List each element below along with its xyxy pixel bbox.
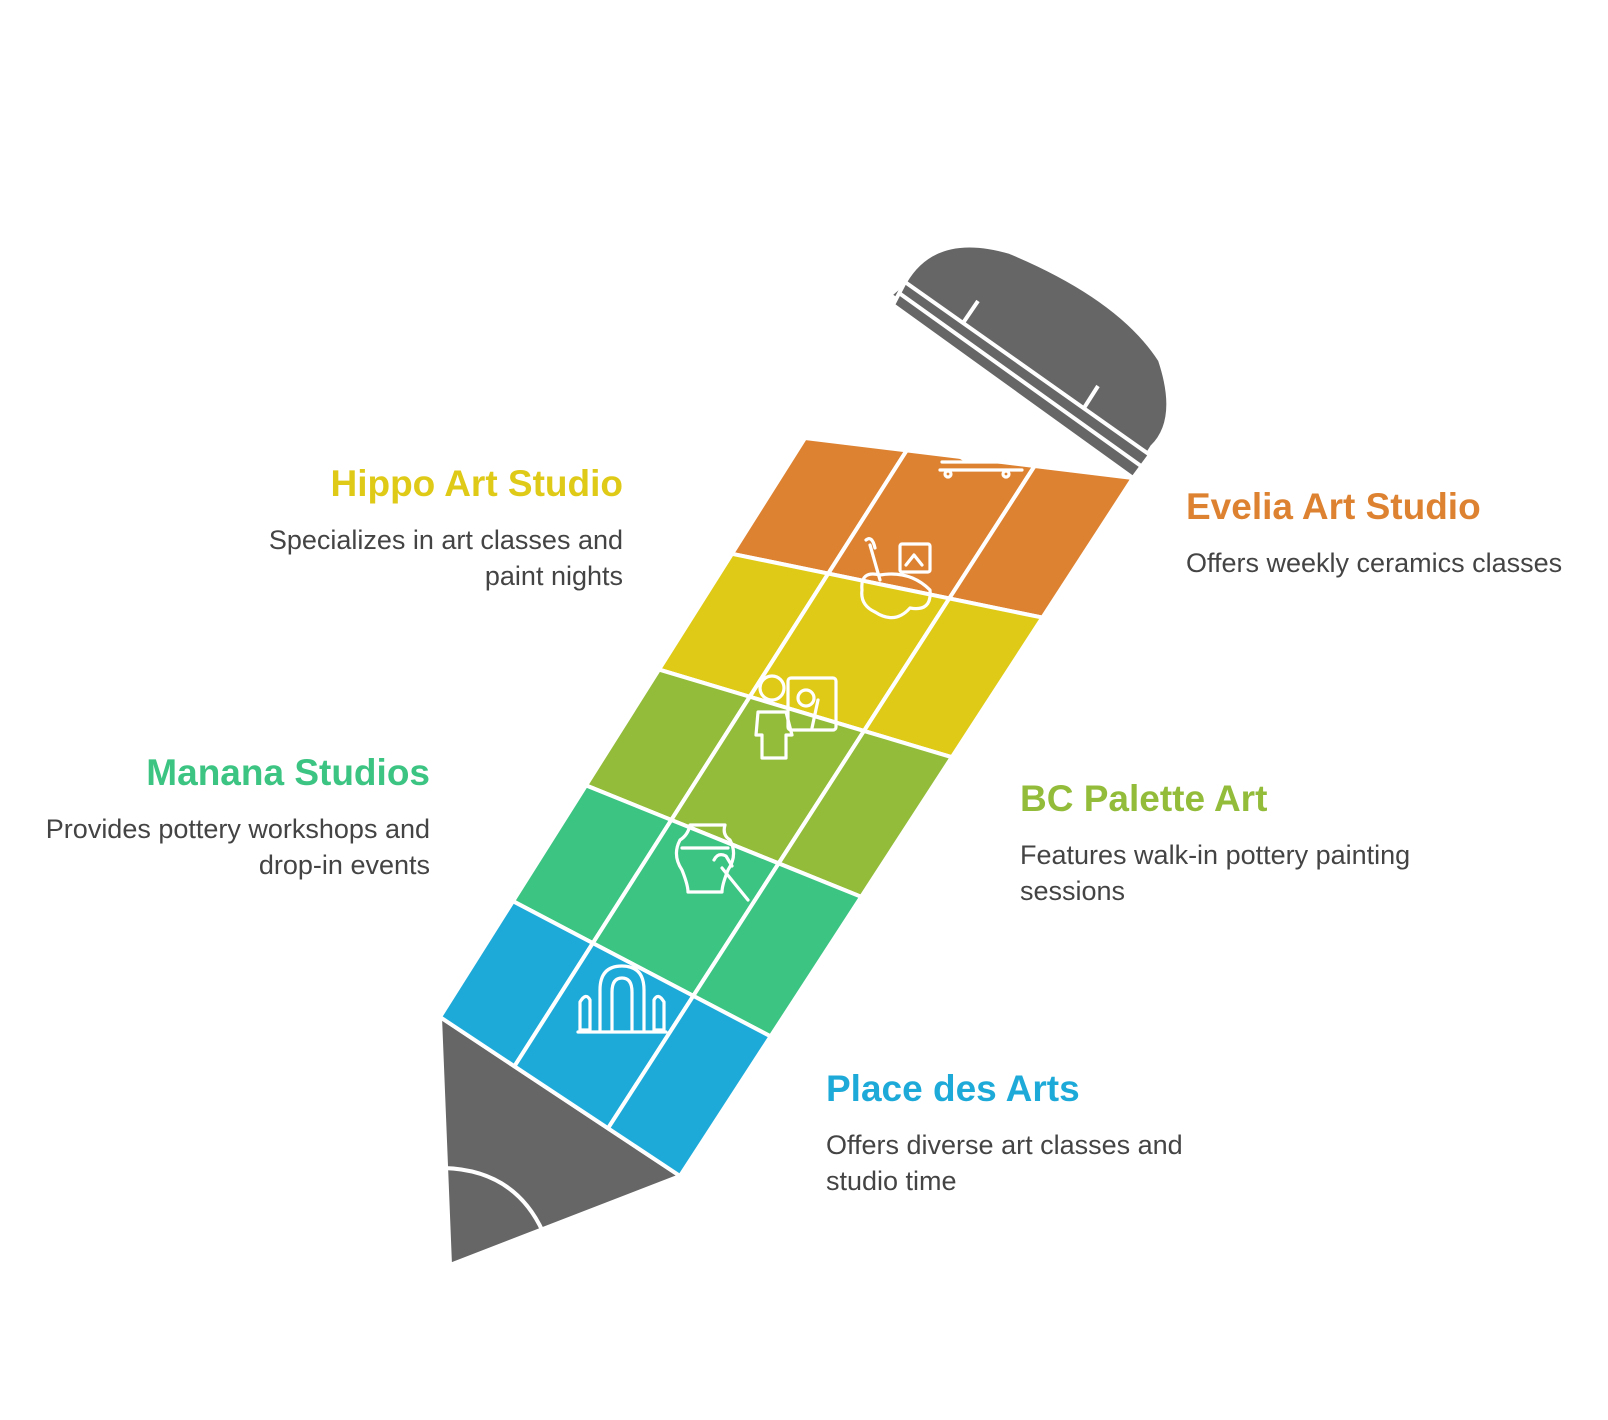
item-title: Manana Studios <box>146 752 430 793</box>
teapot-icon <box>938 388 1030 479</box>
item-title: Place des Arts <box>826 1068 1080 1109</box>
label-hippo-art-studio: Hippo Art Studio Specializes in art clas… <box>240 462 623 594</box>
vase-and-brush-icon <box>674 823 750 902</box>
label-bc-palette-art: BC Palette Art Features walk-in pottery … <box>1020 777 1440 909</box>
label-place-des-arts: Place des Arts Offers diverse art classe… <box>826 1067 1246 1199</box>
item-title: BC Palette Art <box>1020 778 1268 819</box>
pencil-lead-arc <box>443 1166 545 1233</box>
arched-building-icon <box>576 964 668 1034</box>
item-description: Offers diverse art classes and studio ti… <box>826 1130 1183 1196</box>
item-description: Features walk-in pottery painting sessio… <box>1020 840 1411 906</box>
item-description: Offers weekly ceramics classes <box>1186 548 1563 578</box>
pencil-segment-4-facet-2 <box>606 993 773 1178</box>
paint-palette-icon <box>860 537 932 620</box>
item-description: Provides pottery workshops and drop-in e… <box>45 814 430 880</box>
label-manana-studios: Manana Studios Provides pottery workshop… <box>40 751 430 883</box>
item-description: Specializes in art classes and paint nig… <box>268 525 623 591</box>
item-title: Evelia Art Studio <box>1186 486 1481 527</box>
pencil-eraser <box>888 243 1171 465</box>
painting-instructor-icon <box>754 674 838 760</box>
item-title: Hippo Art Studio <box>330 463 623 504</box>
label-evelia-art-studio: Evelia Art Studio Offers weekly ceramics… <box>1186 485 1566 581</box>
